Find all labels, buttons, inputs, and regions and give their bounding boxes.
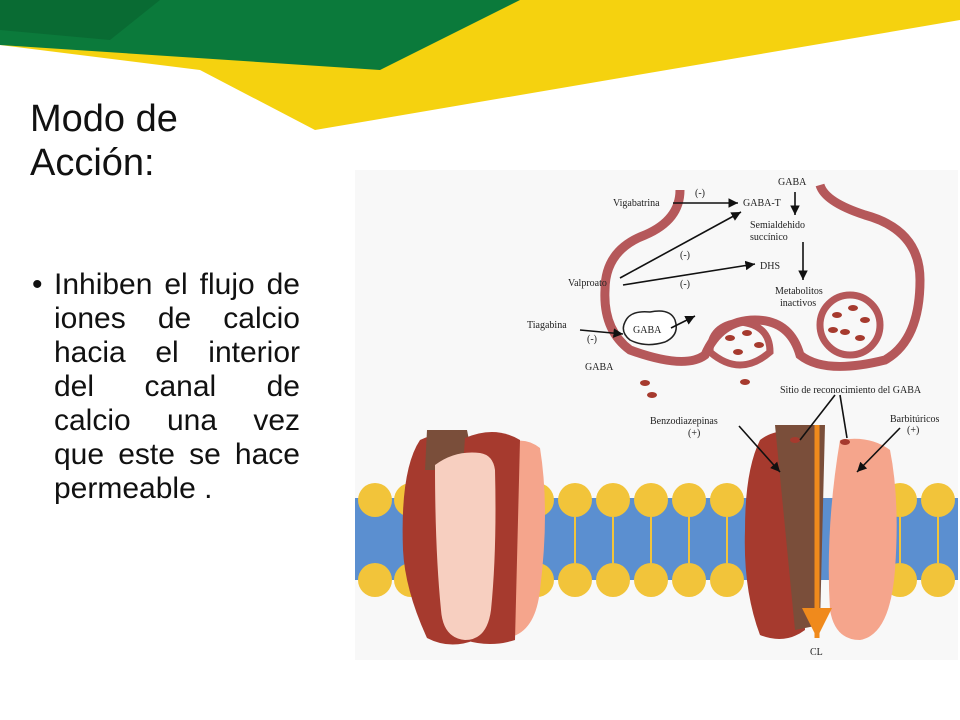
label-minus-1: (-)	[695, 188, 705, 199]
label-barbituricos: Barbitúricos	[890, 414, 940, 425]
label-inactivos: inactivos	[780, 298, 816, 309]
vesicle-releasing	[706, 318, 774, 369]
left-ion-channel	[402, 430, 545, 645]
vesicle-storage	[816, 291, 884, 359]
bullet-item: • Inhiben el flujo de iones de calcio ha…	[32, 268, 300, 506]
gaba-molecules	[640, 305, 870, 445]
label-gaba-bottom: GABA	[585, 362, 614, 373]
slide-title: Modo de Acción:	[30, 97, 290, 185]
label-vigabatrina: Vigabatrina	[613, 198, 660, 209]
label-minus-4: (-)	[587, 334, 597, 345]
banner-dark-green-band	[0, 0, 160, 40]
bullet-list: • Inhiben el flujo de iones de calcio ha…	[32, 268, 300, 506]
title-line-1: Modo de	[30, 98, 178, 140]
gaba-synapse-figure: GABA Vigabatrina (-) GABA-T Semialdehido…	[355, 170, 958, 660]
label-dhs: DHS	[760, 261, 780, 272]
label-semialdehido: Semialdehido	[750, 220, 805, 231]
right-gaba-receptor	[744, 425, 897, 640]
label-chloride: CL	[810, 647, 823, 658]
label-benzodiazepinas: Benzodiazepinas	[650, 416, 718, 427]
label-minus-3: (-)	[680, 279, 690, 290]
label-plus-2: (+)	[907, 425, 919, 436]
label-valproato: Valproato	[568, 278, 607, 289]
bullet-text: Inhiben el flujo de iones de calcio haci…	[54, 268, 300, 505]
label-plus-1: (+)	[688, 428, 700, 439]
title-line-2: Acción:	[30, 142, 155, 184]
label-tiagabina: Tiagabina	[527, 320, 567, 331]
presynaptic-terminal	[600, 183, 925, 371]
figure-illustration: GABA Vigabatrina (-) GABA-T Semialdehido…	[355, 177, 958, 658]
label-gaba-box: GABA	[633, 325, 662, 336]
label-sitio: Sitio de reconocimiento del GABA	[780, 385, 922, 396]
label-succinico: succínico	[750, 232, 788, 243]
label-gaba-top: GABA	[778, 177, 807, 188]
gaba-transporter	[622, 310, 677, 346]
bullet-marker: •	[32, 268, 43, 301]
label-minus-2: (-)	[680, 250, 690, 261]
header-banner	[0, 0, 960, 130]
label-metabolitos: Metabolitos	[775, 286, 823, 297]
label-gaba-t: GABA-T	[743, 198, 781, 209]
pathway-arrows	[579, 192, 901, 473]
